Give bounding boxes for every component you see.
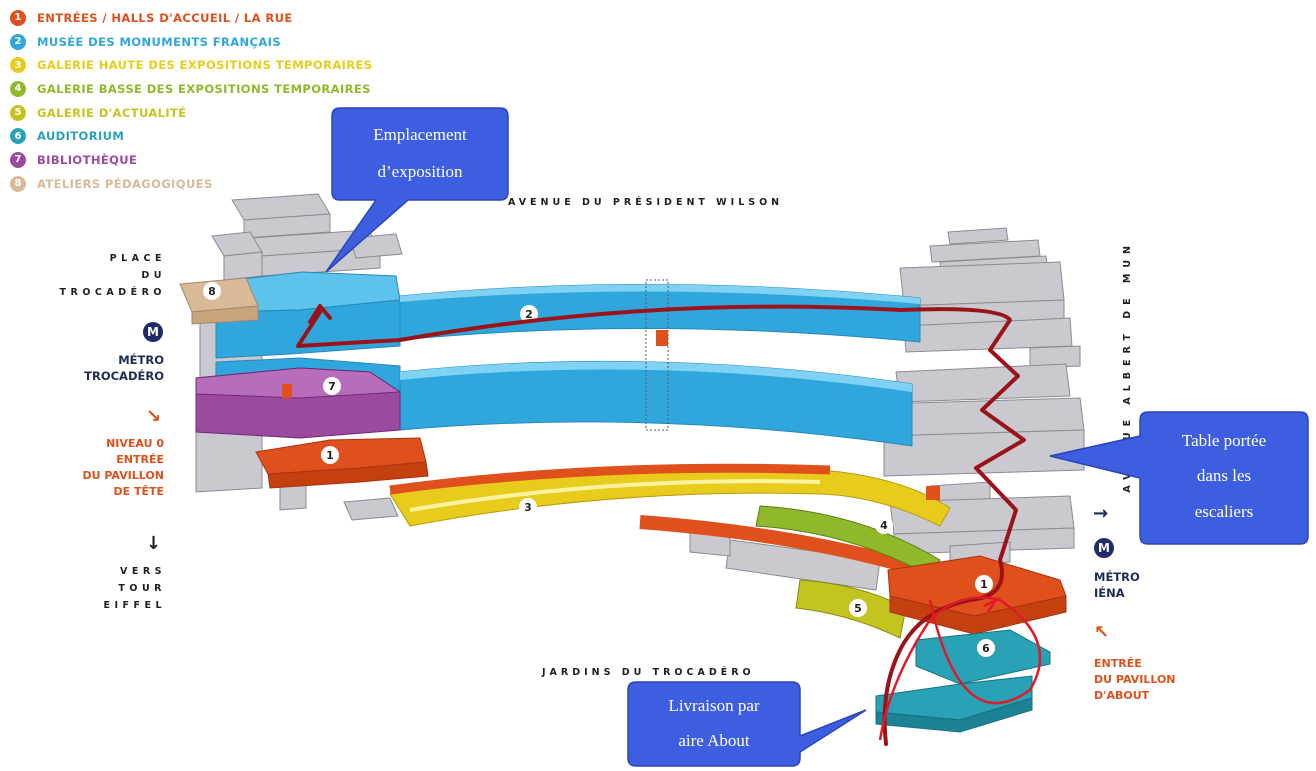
entree-pavillon-about-label: ENTRÉE DU PAVILLON D'ABOUT xyxy=(1094,656,1176,704)
metro-line: TROCADÉRO xyxy=(84,369,164,383)
metro-icon: M xyxy=(1094,538,1114,558)
legend-number: 1 xyxy=(10,9,26,26)
vers-line: VERS xyxy=(120,566,166,577)
marker-1-right: 1 xyxy=(980,578,988,591)
metro-trocadero-label: MÉTRO TROCADÉRO xyxy=(84,352,164,384)
legend-number: 2 xyxy=(10,33,26,50)
legend-label: BIBLIOTHÈQUE xyxy=(37,152,138,167)
marker-3: 3 xyxy=(524,501,532,514)
entree-block-left xyxy=(255,437,429,489)
elevator-cabin xyxy=(656,330,668,346)
callout-table-line: dans les xyxy=(1197,466,1251,485)
marker-1-left: 1 xyxy=(326,449,334,462)
grey-buildings-right xyxy=(689,227,1085,591)
legend-number: 5 xyxy=(10,104,26,121)
arrow-right-icon: → xyxy=(1093,503,1109,524)
arrow-down-icon: ↓ xyxy=(146,533,162,554)
legend-label: GALERIE BASSE DES EXPOSITIONS TEMPORAIRE… xyxy=(37,81,371,96)
callout-livraison-line: aire About xyxy=(678,731,750,750)
legend: 1 ENTRÉES / HALLS D'ACCUEIL / LA RUE 2 M… xyxy=(10,6,373,196)
marker-7: 7 xyxy=(328,380,336,393)
entree-line: DU PAVILLON xyxy=(1094,673,1176,686)
legend-number: 7 xyxy=(10,151,26,168)
metro-icon: M xyxy=(143,322,163,342)
marker-4: 4 xyxy=(880,519,888,532)
legend-item-7: 7 BIBLIOTHÈQUE xyxy=(10,148,373,172)
vers-line: EIFFEL xyxy=(103,600,166,611)
orange-ramp xyxy=(639,515,923,577)
niveau-0-label: NIVEAU 0 ENTRÉE DU PAVILLON DE TÊTE xyxy=(82,436,164,500)
legend-item-5: 5 GALERIE D'ACTUALITÉ xyxy=(10,101,373,125)
marker-2: 2 xyxy=(525,308,533,321)
legend-label: GALERIE D'ACTUALITÉ xyxy=(37,105,187,120)
street-avenue-president-wilson: AVENUE DU PRÉSIDENT WILSON xyxy=(508,197,784,208)
legend-label: AUDITORIUM xyxy=(37,129,125,144)
metro-line: MÉTRO xyxy=(118,353,164,367)
callout-table-line: Table portée xyxy=(1182,431,1266,450)
place-line: DU xyxy=(141,270,166,281)
legend-item-1: 1 ENTRÉES / HALLS D'ACCUEIL / LA RUE xyxy=(10,6,373,30)
marker-8: 8 xyxy=(208,285,216,298)
place-trocadero-label: PLACE DU TROCADÉRO xyxy=(60,250,166,301)
metro-line: MÉTRO xyxy=(1094,570,1140,584)
legend-number: 3 xyxy=(10,57,26,74)
legend-number: 8 xyxy=(10,175,26,192)
place-line: TROCADÉRO xyxy=(59,287,166,298)
callout-exposition: Emplacement d’exposition xyxy=(325,107,509,273)
metro-iena-label: MÉTRO IÉNA xyxy=(1094,569,1140,601)
callout-table: Table portée dans les escaliers xyxy=(1049,411,1309,545)
vers-tour-eiffel-label: VERS TOUR EIFFEL xyxy=(103,563,166,614)
callout-livraison: Livraison par aire About xyxy=(627,681,867,767)
legend-label: ATELIERS PÉDAGOGIQUES xyxy=(37,176,213,191)
callout-livraison-line: Livraison par xyxy=(668,696,759,715)
entree-line: D'ABOUT xyxy=(1094,689,1150,702)
legend-item-3: 3 GALERIE HAUTE DES EXPOSITIONS TEMPORAI… xyxy=(10,53,373,77)
auditorium-block xyxy=(875,629,1051,733)
marker-5: 5 xyxy=(854,602,862,615)
bibliotheque-block xyxy=(195,367,402,439)
legend-item-8: 8 ATELIERS PÉDAGOGIQUES xyxy=(10,172,373,196)
place-line: PLACE xyxy=(109,253,166,264)
callout-table-line: escaliers xyxy=(1195,502,1254,521)
niveau-line: ENTRÉE xyxy=(116,453,164,466)
legend-label: ENTRÉES / HALLS D'ACCUEIL / LA RUE xyxy=(37,10,293,25)
approach-circle xyxy=(878,596,1042,741)
vers-line: TOUR xyxy=(118,583,166,594)
entree-line: ENTRÉE xyxy=(1094,657,1142,670)
legend-number: 4 xyxy=(10,80,26,97)
elevator-cabin-right xyxy=(926,486,940,500)
elevator-cabin-left xyxy=(282,384,292,398)
entree-block-right xyxy=(887,555,1067,635)
orange-walkway xyxy=(389,463,831,495)
building-number-markers: 8 2 7 1 3 4 5 6 1 xyxy=(203,282,995,657)
street-jardins-trocadero: JARDINS DU TROCADÉRO xyxy=(542,667,755,678)
metro-line: IÉNA xyxy=(1094,586,1125,600)
legend-label: GALERIE HAUTE DES EXPOSITIONS TEMPORAIRE… xyxy=(37,58,373,73)
arrow-down-right-icon: ↘ xyxy=(146,406,162,427)
niveau-line: NIVEAU 0 xyxy=(106,437,164,450)
niveau-line: DU PAVILLON xyxy=(82,469,164,482)
legend-item-2: 2 MUSÉE DES MONUMENTS FRANÇAIS xyxy=(10,30,373,54)
legend-item-4: 4 GALERIE BASSE DES EXPOSITIONS TEMPORAI… xyxy=(10,77,373,101)
callout-exposition-line: d’exposition xyxy=(378,162,463,181)
callout-exposition-line: Emplacement xyxy=(373,125,467,144)
legend-label: MUSÉE DES MONUMENTS FRANÇAIS xyxy=(37,34,282,49)
ateliers-block-side xyxy=(191,305,259,325)
legend-number: 6 xyxy=(10,128,26,145)
legend-item-6: 6 AUDITORIUM xyxy=(10,124,373,148)
elevator-shaft xyxy=(645,279,669,431)
arrow-up-left-icon: ↖ xyxy=(1094,622,1110,643)
delivery-route xyxy=(296,304,1026,746)
blue-gallery-upper xyxy=(215,271,921,359)
niveau-line: DE TÊTE xyxy=(113,485,164,498)
marker-6: 6 xyxy=(982,642,990,655)
